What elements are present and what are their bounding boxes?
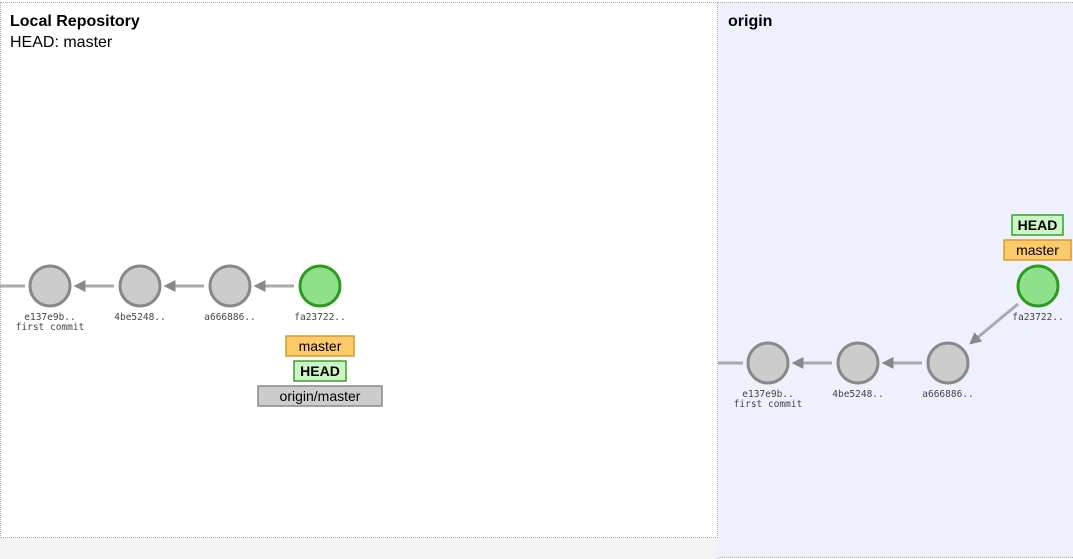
origin-commit-4-head[interactable] [1016,264,1060,308]
local-remote-tag-label: origin/master [280,388,361,404]
origin-head-tag-label: HEAD [1018,217,1058,233]
origin-commit-2[interactable] [836,341,880,385]
local-commit-3[interactable] [208,264,252,308]
origin-panel-title: origin [728,13,773,30]
origin-commit-3[interactable] [926,341,970,385]
local-commit-3-id: a666886.. [204,312,255,323]
origin-branch-tag-master[interactable]: master [1003,239,1072,261]
origin-repository-panel [718,2,1073,558]
local-commit-4-id: fa23722.. [294,312,345,323]
origin-commit-3-id: a666886.. [922,389,973,400]
local-commit-2-id: 4be5248.. [114,312,165,323]
local-head-tag[interactable]: HEAD [293,360,347,382]
local-commit-1[interactable] [28,264,72,308]
local-panel-title: Local Repository [10,13,140,30]
local-remote-tag-origin-master[interactable]: origin/master [257,385,383,407]
local-branch-tag-master-label: master [299,338,342,354]
origin-commit-2-id: 4be5248.. [832,389,883,400]
local-branch-tag-master[interactable]: master [285,335,355,357]
local-commit-1-id: e137e9b.. [24,312,75,323]
origin-commit-1-message: first commit [734,399,803,410]
local-head-tag-label: HEAD [300,363,340,379]
local-commit-1-message: first commit [16,322,85,333]
origin-branch-tag-master-label: master [1016,242,1059,258]
origin-parent-arrow-4 [969,302,1019,345]
origin-head-tag[interactable]: HEAD [1011,214,1064,236]
origin-commit-1[interactable] [746,341,790,385]
local-commit-2[interactable] [118,264,162,308]
local-commit-4-head[interactable] [298,264,342,308]
origin-commit-1-id: e137e9b.. [742,389,793,400]
local-repository-panel [0,2,718,538]
bottom-strip [0,538,718,559]
origin-commit-4-id: fa23722.. [1012,312,1063,323]
local-head-status: HEAD: master [10,34,113,51]
